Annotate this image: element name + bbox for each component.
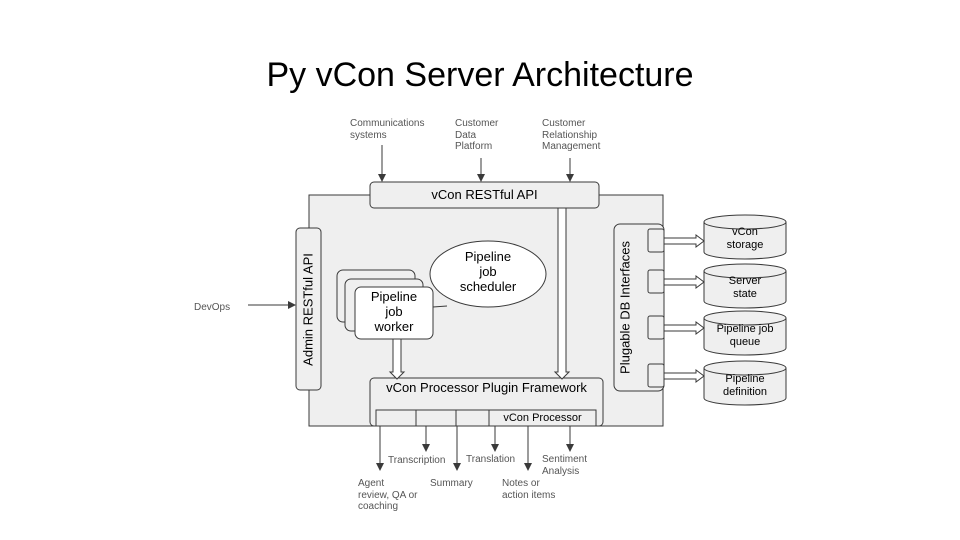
db-interfaces-label: Plugable DB Interfaces bbox=[617, 240, 633, 374]
db-label-pipeline-definition: Pipeline definition bbox=[722, 373, 768, 398]
db-connector-4 bbox=[647, 363, 665, 388]
plugin-framework-label: vCon Processor Plugin Framework bbox=[386, 380, 587, 395]
output-transcription-label: Transcription bbox=[388, 455, 446, 466]
output-sentiment-label: Sentiment Analysis bbox=[542, 454, 588, 477]
db-label-vcon-storage: vCon storage bbox=[726, 226, 764, 251]
db-pipeline-job-queue bbox=[703, 310, 787, 356]
output-translation-label: Translation bbox=[466, 454, 516, 465]
db-connector-1 bbox=[647, 228, 665, 253]
input-devops-label: DevOps bbox=[194, 302, 231, 313]
admin-api-label: Admin RESTful API bbox=[300, 253, 316, 366]
db-arrow-4 bbox=[663, 369, 705, 383]
processor-label: vCon Processor bbox=[503, 412, 582, 424]
processor-slot-front bbox=[488, 409, 597, 427]
db-arrow-3 bbox=[663, 321, 705, 335]
page-title: Py vCon Server Architecture bbox=[266, 56, 694, 94]
input-cdp-label: Customer Data Platform bbox=[455, 118, 499, 152]
worker-label: Pipeline job worker bbox=[370, 289, 418, 334]
input-crm-label: Customer Relationship Management bbox=[542, 118, 601, 152]
processor-slot-3 bbox=[455, 409, 493, 427]
scheduler-label: Pipeline job scheduler bbox=[459, 249, 517, 294]
db-label-server-state: Server state bbox=[728, 275, 762, 300]
db-server-state bbox=[703, 263, 787, 309]
restful-api-label: vCon RESTful API bbox=[431, 187, 538, 202]
output-agent-review-label: Agent review, QA or coaching bbox=[358, 478, 418, 512]
processor-slot-1 bbox=[375, 409, 417, 427]
db-connector-2 bbox=[647, 269, 665, 294]
db-arrow-1 bbox=[663, 234, 705, 248]
api-to-framework-arrow bbox=[553, 207, 571, 380]
worker-to-framework-arrow bbox=[388, 338, 406, 380]
scheduler-bubble bbox=[429, 240, 547, 308]
admin-api-box bbox=[295, 227, 322, 391]
output-notes-label: Notes or action items bbox=[502, 478, 556, 501]
db-interfaces-box bbox=[613, 223, 665, 392]
db-connector-3 bbox=[647, 315, 665, 340]
input-communications-label: Communications systems bbox=[350, 118, 425, 141]
db-label-pipeline-job-queue: Pipeline job queue bbox=[716, 323, 774, 348]
db-pipeline-definition bbox=[703, 360, 787, 406]
db-vcon-storage bbox=[703, 214, 787, 260]
output-summary-label: Summary bbox=[430, 478, 473, 489]
restful-api-box bbox=[369, 181, 600, 209]
processor-slot-2 bbox=[415, 409, 457, 427]
db-arrow-2 bbox=[663, 275, 705, 289]
